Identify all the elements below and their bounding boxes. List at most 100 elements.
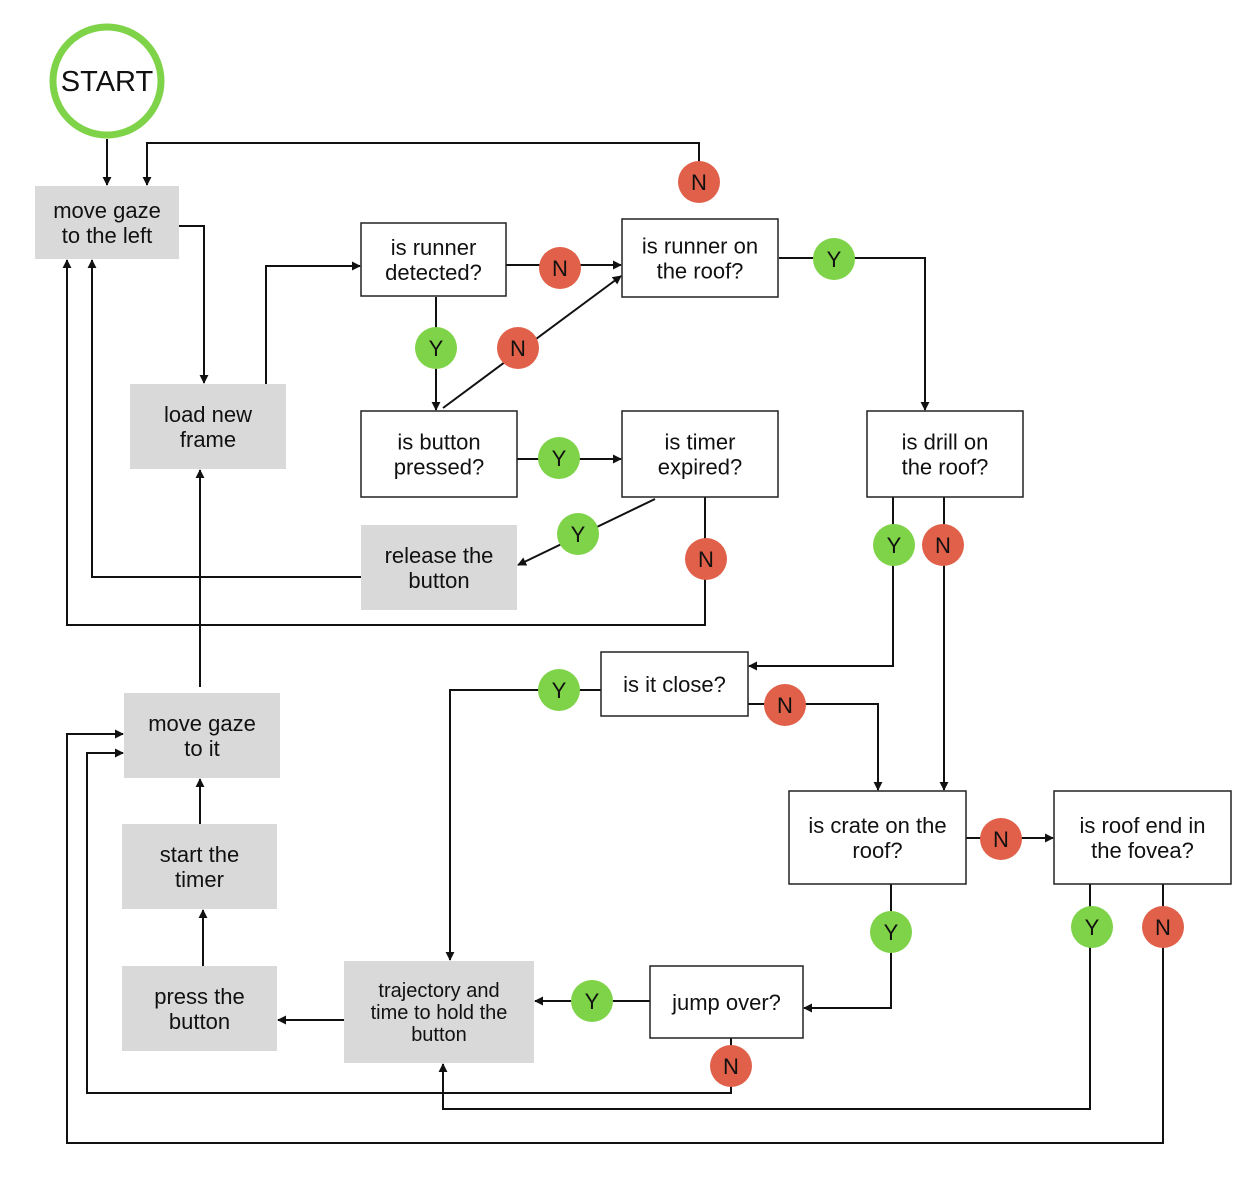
yes-badge-circle bbox=[873, 524, 915, 566]
release-button-label-line: release the bbox=[385, 543, 494, 568]
roof-end-label-line: is roof end in bbox=[1080, 813, 1206, 838]
jump-over-yes-badge: Y bbox=[571, 980, 613, 1022]
edge-roof-end-yes-to-trajectory bbox=[438, 884, 1091, 1110]
no-badge-circle bbox=[764, 684, 806, 726]
no-badge-circle bbox=[922, 524, 964, 566]
start-timer-label-line: timer bbox=[175, 867, 224, 892]
runner-detected-label-line: is runner bbox=[391, 235, 477, 260]
no-badge-label: N bbox=[777, 693, 793, 718]
start-ring bbox=[49, 23, 165, 139]
yes-badge-label: Y bbox=[552, 678, 567, 703]
drill-no-badge: N bbox=[922, 524, 964, 566]
yes-badge-label: Y bbox=[429, 336, 444, 361]
timer-expired-no-badge: N bbox=[685, 538, 727, 580]
load-frame-label-line: load new bbox=[164, 402, 252, 427]
start-node: START bbox=[49, 23, 165, 139]
press-button-label-line: press the bbox=[154, 984, 245, 1009]
button-pressed-label-line: is button bbox=[397, 429, 480, 454]
roof-end-yes-badge: Y bbox=[1071, 906, 1113, 948]
crate-roof-label-line: roof? bbox=[852, 838, 902, 863]
edge-drill-yes-to-is-close bbox=[748, 497, 894, 671]
runner-detected-yes-badge: Y bbox=[415, 327, 457, 369]
runner-detected-no-badge: N bbox=[539, 247, 581, 289]
yes-badge-circle bbox=[870, 911, 912, 953]
release-button-box bbox=[361, 525, 517, 610]
release-button-label-line: button bbox=[408, 568, 469, 593]
no-badge-label: N bbox=[510, 336, 526, 361]
decision-jump-over: jump over? bbox=[649, 965, 804, 1039]
start-timer-box bbox=[122, 824, 277, 909]
timer-expired-label-line: is timer bbox=[665, 429, 736, 454]
edge-release-button-to-move-left bbox=[87, 259, 361, 578]
no-badge-label: N bbox=[698, 547, 714, 572]
no-badge-label: N bbox=[552, 256, 568, 281]
drill-roof-label-line: is drill on bbox=[902, 429, 989, 454]
press-button-box bbox=[122, 966, 277, 1051]
is-close-no-badge: N bbox=[764, 684, 806, 726]
jump-over-box bbox=[649, 965, 804, 1039]
yes-badge-circle bbox=[557, 513, 599, 555]
yes-badge-label: Y bbox=[827, 247, 842, 272]
runner-detected-label-line: detected? bbox=[385, 260, 482, 285]
jump-over-no-badge: N bbox=[710, 1045, 752, 1087]
edge-is-close-yes-to-trajectory bbox=[445, 689, 601, 961]
no-badge-circle bbox=[539, 247, 581, 289]
edge-roof-end-no-to-move-to-it bbox=[66, 729, 1164, 1144]
trajectory-label-line: button bbox=[411, 1024, 467, 1046]
load-frame-label-line: frame bbox=[180, 427, 236, 452]
runner-roof-box bbox=[621, 218, 779, 298]
no-badge-circle bbox=[1142, 906, 1184, 948]
no-badge-label: N bbox=[723, 1054, 739, 1079]
no-badge-circle bbox=[685, 538, 727, 580]
is-close-label-line: is it close? bbox=[623, 672, 726, 697]
timer-expired-label-line: expired? bbox=[658, 454, 742, 479]
yes-badge-label: Y bbox=[887, 533, 902, 558]
trajectory-label-line: trajectory and bbox=[378, 980, 499, 1002]
move-to-it-label-line: move gaze bbox=[148, 711, 256, 736]
button-pressed-label-line: pressed? bbox=[394, 454, 485, 479]
yes-badge-circle bbox=[415, 327, 457, 369]
press-button-label-line: button bbox=[169, 1009, 230, 1034]
crate-roof-yes-badge: Y bbox=[870, 911, 912, 953]
no-badge-circle bbox=[678, 161, 720, 203]
jump-over-label-line: jump over? bbox=[671, 990, 781, 1015]
timer-expired-box bbox=[621, 410, 779, 498]
button-pressed-box bbox=[360, 410, 518, 498]
runner-roof-label-line: the roof? bbox=[657, 258, 744, 283]
button-pressed-yes-badge: Y bbox=[538, 437, 580, 479]
decision-is-close: is it close? bbox=[600, 651, 749, 717]
runner-roof-no-badge: N bbox=[678, 161, 720, 203]
yes-badge-circle bbox=[538, 437, 580, 479]
no-badge-label: N bbox=[1155, 915, 1171, 940]
trajectory-label-line: time to hold the bbox=[371, 1002, 508, 1024]
trajectory-box bbox=[344, 961, 534, 1063]
edge-runner-roof-no-to-move-left bbox=[142, 142, 700, 197]
no-badge-circle bbox=[980, 818, 1022, 860]
no-badge-label: N bbox=[691, 170, 707, 195]
yes-badge-circle bbox=[571, 980, 613, 1022]
edge-load-frame-to-runner-detected bbox=[265, 261, 361, 384]
yes-badge-label: Y bbox=[571, 522, 586, 547]
yes-badge-label: Y bbox=[552, 446, 567, 471]
crate-roof-no-badge: N bbox=[980, 818, 1022, 860]
runner-roof-yes-badge: Y bbox=[813, 238, 855, 280]
roof-end-no-badge: N bbox=[1142, 906, 1184, 948]
edge-move-left-to-load-frame bbox=[179, 225, 209, 384]
yes-badge-label: Y bbox=[585, 989, 600, 1014]
yes-badge-circle bbox=[538, 669, 580, 711]
roof-end-label-line: the fovea? bbox=[1091, 838, 1194, 863]
move-to-it-box bbox=[124, 693, 280, 778]
